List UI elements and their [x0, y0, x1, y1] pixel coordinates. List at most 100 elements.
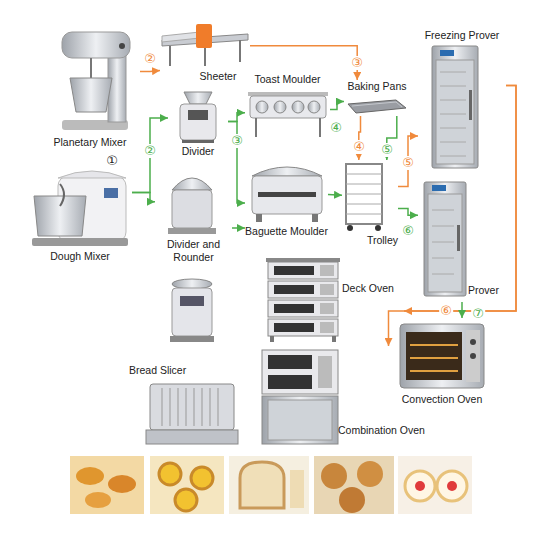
rounder-picture: [168, 228, 216, 234]
machine-label: Baking Pans: [344, 80, 410, 93]
flow-arrow: [140, 70, 160, 72]
deck-oven-picture: [320, 322, 334, 333]
baguette-moulder-picture: [312, 214, 318, 222]
freezing-prover-picture: [436, 60, 474, 164]
toast-moulder-picture: [308, 101, 320, 113]
machine-label: Sheeter: [188, 70, 248, 83]
prover-picture: [428, 194, 462, 292]
convection-oven-picture: [410, 344, 458, 346]
machine-label: Prover: [468, 284, 506, 297]
planetary-mixer-picture: [62, 32, 130, 130]
step-number: ②: [143, 144, 157, 158]
deck-oven-picture: [266, 258, 340, 342]
sheeter-picture: [162, 32, 200, 42]
planetary-mixer-picture: [119, 43, 125, 49]
freezing-prover-picture: [440, 86, 466, 87]
divider-rounder-machine-picture: [180, 296, 204, 306]
flow-arrow: [232, 227, 245, 229]
convection-oven-picture: [400, 324, 484, 388]
bread-slicer-picture: [186, 388, 187, 426]
flow-arrow: [228, 113, 245, 122]
pastry-photos: [76, 467, 104, 485]
prover-picture: [457, 225, 460, 251]
prover-picture: [432, 226, 454, 227]
freezing-prover-picture: [440, 142, 466, 143]
rounder-picture: [172, 190, 212, 228]
pastry-photos: [437, 471, 467, 501]
deck-oven-picture: [270, 336, 274, 342]
deck-oven-picture: [274, 266, 314, 275]
planetary-mixer-picture: [90, 58, 92, 80]
step-number-holder: ④: [352, 137, 366, 155]
combination-oven-picture: [262, 396, 338, 444]
sheeter-picture: [162, 24, 248, 66]
pastry-photos: [447, 481, 457, 491]
machine-node: Prover: [418, 178, 506, 302]
baguette-moulder-picture: [252, 167, 322, 176]
pastry-photos: [321, 463, 347, 489]
divider-rounder-machine-picture: [170, 279, 214, 342]
convection-oven-picture: [470, 353, 476, 359]
deck-oven-picture: [268, 281, 338, 298]
bread-slicer-picture: [170, 388, 171, 426]
prover-picture: [424, 182, 466, 296]
bread-slicer-picture: [202, 388, 203, 426]
trolley-picture: [375, 225, 381, 231]
trolley-picture: [346, 204, 382, 205]
planetary-mixer-picture: [62, 32, 130, 58]
toast-moulder-picture: [256, 101, 268, 113]
deck-oven-picture: [274, 323, 314, 332]
freezing-prover-picture: [440, 100, 466, 101]
deck-oven-picture: [274, 304, 314, 313]
machine-label: Deck Oven: [342, 282, 402, 295]
machine-label: Bread Slicer: [129, 364, 219, 377]
step-number: ⑥: [401, 224, 415, 238]
pastry-photos: [229, 456, 309, 514]
machine-node: Freezing Prover: [418, 28, 506, 172]
trolley-picture: [346, 214, 382, 215]
callout-holder: ①: [105, 151, 119, 169]
baguette-moulder-picture: [256, 214, 262, 222]
dough-mixer-picture: [32, 171, 128, 246]
pastry-photos: [405, 471, 435, 501]
deck-oven-picture: [274, 285, 314, 294]
sheeter-picture: [196, 24, 212, 48]
step-number-holder: ②: [143, 49, 157, 67]
bread-slicer-picture: [218, 388, 219, 426]
divider-picture: [182, 140, 214, 143]
deck-oven-picture: [320, 265, 334, 276]
pastry-photos: [70, 456, 472, 514]
divider-picture: [188, 110, 208, 120]
combination-oven-picture: [268, 400, 332, 440]
trolley-picture: [346, 174, 382, 175]
convection-oven-picture: [410, 370, 458, 372]
dough-mixer-picture: [104, 188, 118, 198]
pastry-photos: [339, 487, 365, 513]
baking-pan-picture: [348, 100, 406, 113]
step-number: ⑥: [439, 304, 453, 318]
toast-moulder-picture: [274, 101, 286, 113]
bread-slicer-picture: [210, 388, 211, 426]
planetary-mixer-picture: [70, 78, 112, 112]
toast-moulder-picture: [292, 101, 304, 113]
callout-number: ①: [105, 154, 119, 168]
machine-node: Sheeter: [160, 24, 250, 86]
machine-node: Divider: [168, 90, 228, 160]
prover-picture: [432, 242, 454, 243]
machine-label: Freezing Prover: [418, 29, 506, 42]
baking-pan-picture: [352, 102, 402, 107]
deck-oven-picture: [332, 336, 336, 342]
deck-oven-picture: [320, 284, 334, 295]
prover-picture: [432, 274, 454, 275]
flow-arrow: [404, 86, 516, 311]
trolley-picture: [346, 164, 382, 224]
pastry-photos: [398, 456, 472, 514]
trolley-picture: [346, 164, 382, 231]
pastry-photos: [108, 475, 136, 493]
freezing-prover-picture: [440, 50, 454, 56]
machine-node: Planetary Mixer: [40, 28, 140, 152]
pastry-photos: [415, 481, 425, 491]
convection-oven-picture: [410, 357, 458, 359]
pastry-photos: [240, 462, 284, 508]
pastry-photos: [85, 492, 111, 508]
